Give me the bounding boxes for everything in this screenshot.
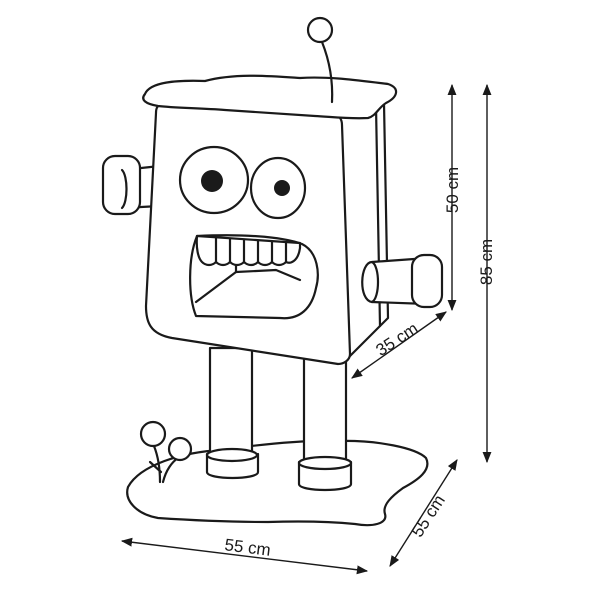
label-height-body: 50 cm: [443, 167, 462, 213]
mouth-opening: [189, 234, 319, 320]
antenna: [306, 16, 334, 104]
right-eye: [249, 156, 307, 220]
label-depth-base: 55 cm: [408, 491, 449, 540]
dimension-height-body: 50 cm: [443, 83, 462, 312]
dimension-height-total: 85 cm: [477, 83, 496, 464]
right-ear-cylinder: [361, 253, 444, 309]
dimension-width-base: 55 cm: [120, 535, 369, 575]
label-width-base: 55 cm: [224, 535, 272, 560]
plant-decoration: [139, 420, 193, 484]
right-leg: [297, 346, 353, 492]
label-height-total: 85 cm: [477, 239, 496, 285]
left-eye: [178, 145, 250, 215]
left-leg: [205, 346, 260, 480]
